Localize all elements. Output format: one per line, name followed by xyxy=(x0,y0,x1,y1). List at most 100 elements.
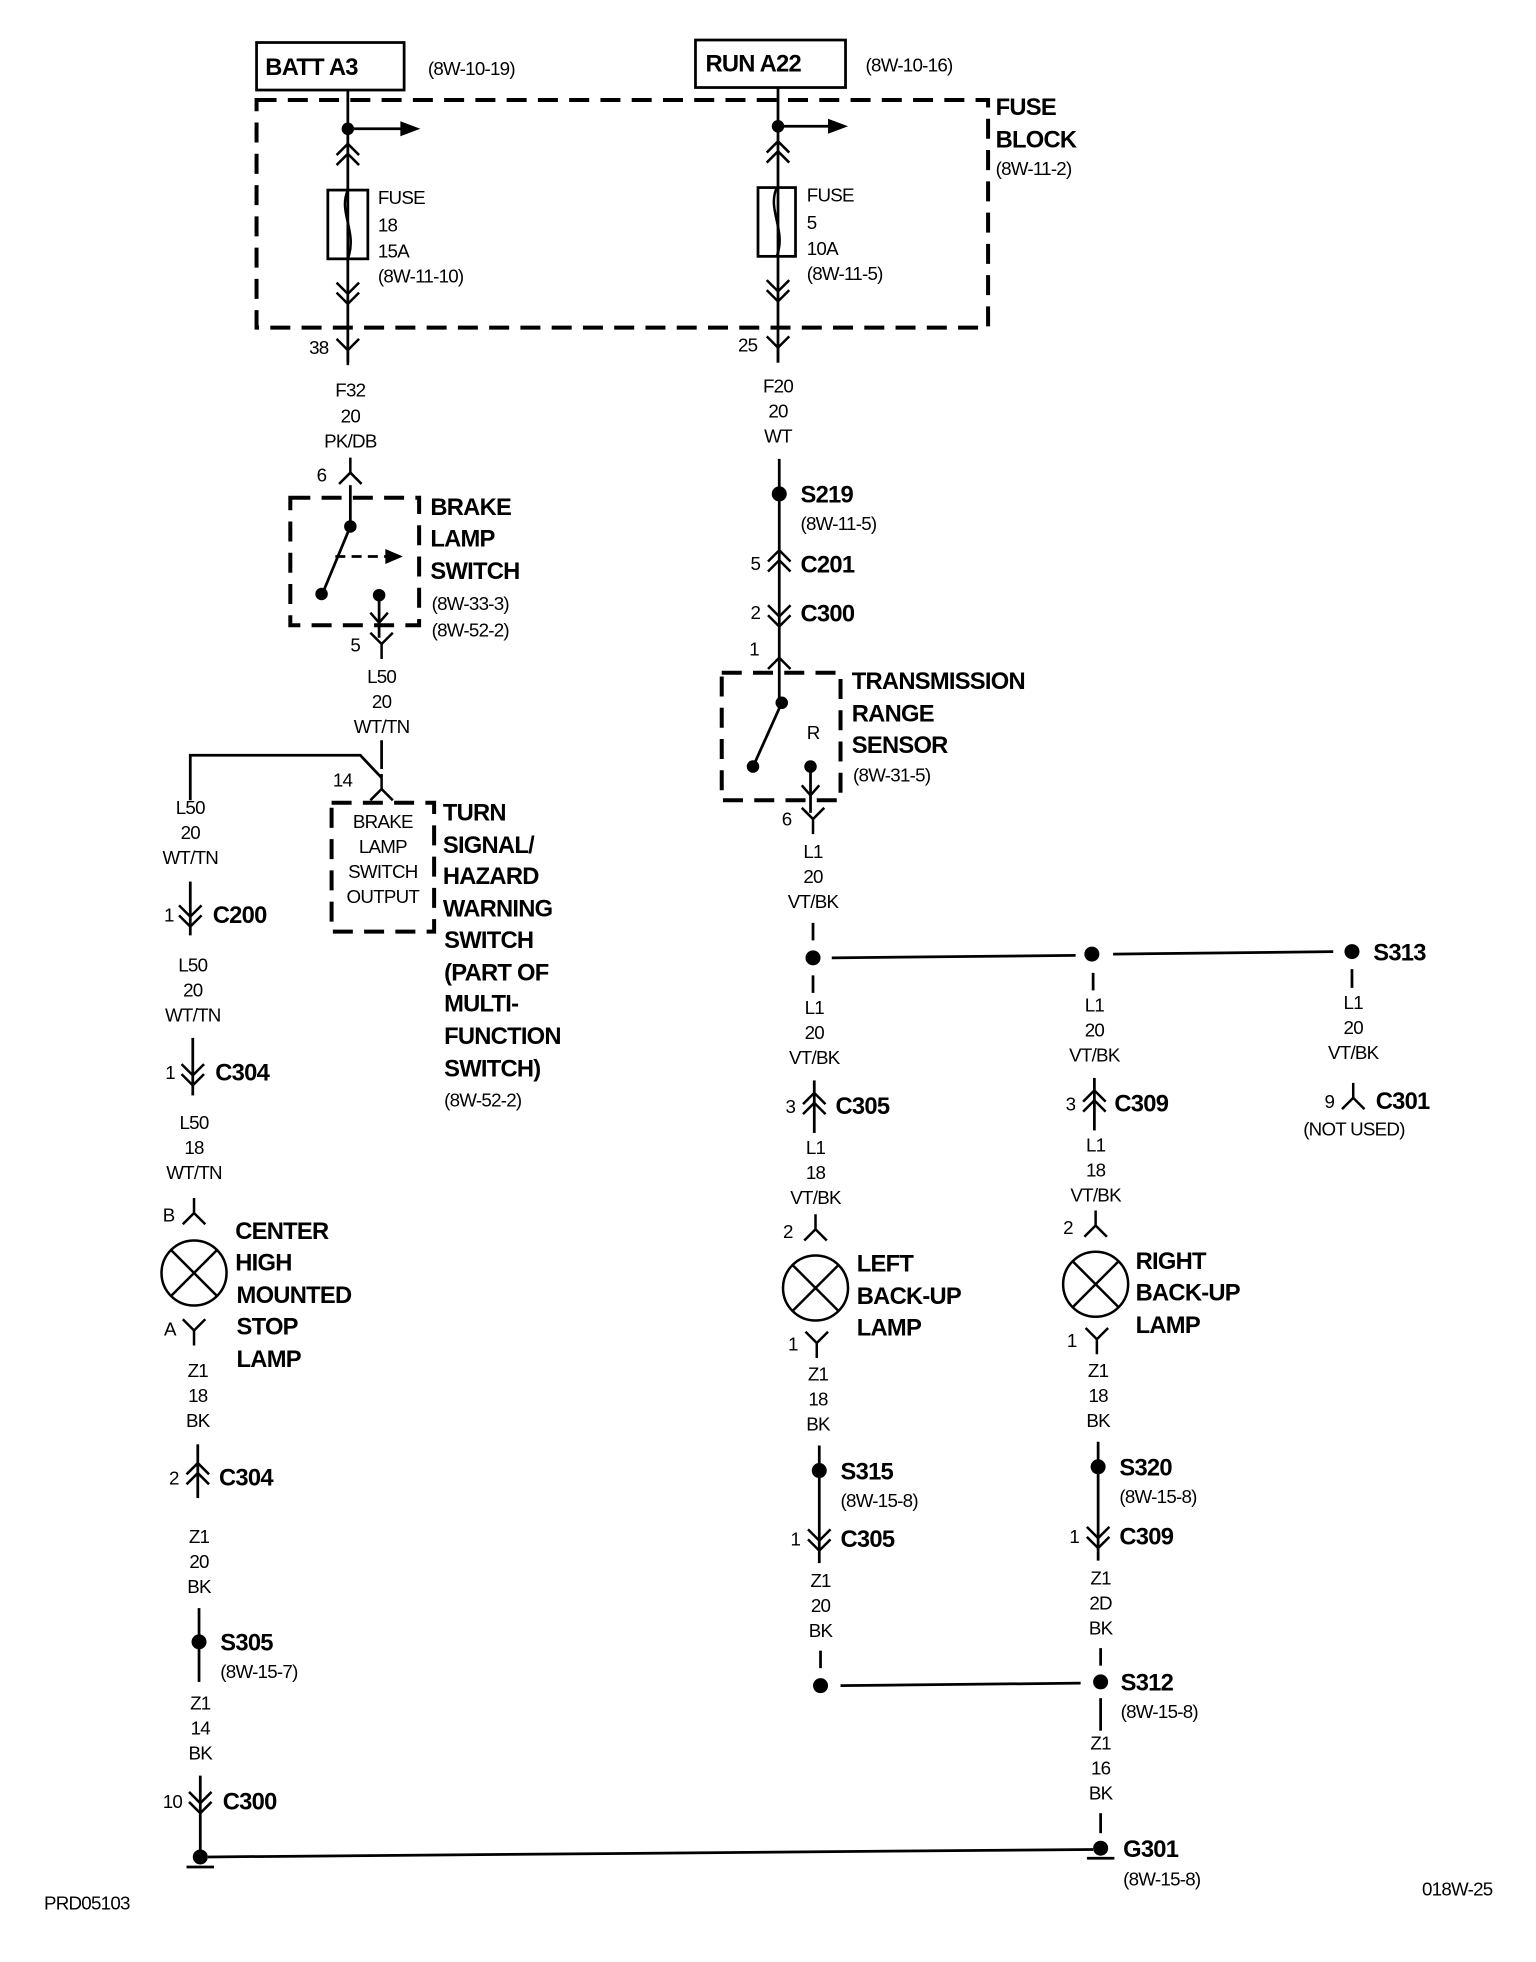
svg-text:BK: BK xyxy=(189,1742,214,1763)
svg-text:VT/BK: VT/BK xyxy=(789,1047,841,1068)
pin-label: B xyxy=(163,1205,175,1226)
pin-label: 3 xyxy=(1066,1093,1076,1114)
connector-name: C305 xyxy=(841,1526,895,1553)
svg-text:SWITCH: SWITCH xyxy=(444,927,533,954)
connector-name: C304 xyxy=(215,1059,270,1086)
wire-label-l50: L50 20 WT/TN xyxy=(165,955,222,1026)
wire-label-l1: L1 20 VT/BK xyxy=(1069,995,1121,1066)
wire-label-z1: Z1 14 BK xyxy=(189,1692,215,1763)
pin-label: 1 xyxy=(1067,1330,1077,1351)
fuse-number: 18 xyxy=(378,214,398,235)
svg-text:L1: L1 xyxy=(1085,995,1105,1016)
ground-ref: (8W-15-8) xyxy=(1123,1869,1201,1890)
lamp-icon xyxy=(781,1254,850,1322)
internal-label: SWITCH xyxy=(348,861,418,882)
wire xyxy=(831,953,1076,960)
svg-text:20: 20 xyxy=(1085,1020,1105,1041)
connector-symbol xyxy=(1083,1209,1109,1238)
run-ref: (8W-10-16) xyxy=(866,54,953,75)
lamp-icon xyxy=(1061,1250,1130,1319)
svg-text:BK: BK xyxy=(1089,1782,1114,1803)
connector-name: C309 xyxy=(1114,1091,1168,1118)
connector-name: C301 xyxy=(1376,1088,1430,1115)
svg-text:WT: WT xyxy=(764,426,793,447)
fuse-18 xyxy=(326,90,421,367)
pin-label: 1 xyxy=(164,905,174,926)
svg-text:18: 18 xyxy=(1088,1385,1108,1406)
svg-text:16: 16 xyxy=(1091,1757,1111,1778)
brake-lamp-switch-outline xyxy=(288,495,422,628)
brake-lamp-switch-symbol xyxy=(315,485,403,638)
svg-text:Z1: Z1 xyxy=(1088,1360,1109,1381)
connector-symbol xyxy=(181,1196,207,1226)
svg-text:WT/TN: WT/TN xyxy=(165,1005,221,1026)
fuse-rating: 15A xyxy=(378,241,410,262)
pin-label: 2 xyxy=(169,1467,179,1488)
splice-name: S315 xyxy=(841,1458,894,1485)
svg-text:VT/BK: VT/BK xyxy=(788,891,840,912)
svg-text:20: 20 xyxy=(803,866,823,887)
svg-text:BK: BK xyxy=(806,1414,831,1435)
splice-s320 xyxy=(1090,1459,1106,1475)
svg-text:BK: BK xyxy=(186,1410,211,1431)
component-name: SWITCH xyxy=(430,558,519,585)
wire-label-l50: L50 20 WT/TN xyxy=(162,797,219,868)
wire-label-z1: Z1 18 BK xyxy=(1086,1360,1112,1431)
svg-text:20: 20 xyxy=(805,1022,825,1043)
svg-text:SWITCH): SWITCH) xyxy=(444,1056,540,1083)
splice xyxy=(1084,946,1100,962)
figure-id: PRD05103 xyxy=(44,1892,130,1913)
splice xyxy=(813,1678,829,1694)
wire-label-f32: F32 20 PK/DB xyxy=(324,379,378,451)
svg-text:20: 20 xyxy=(811,1595,831,1616)
component-ref: (8W-31-5) xyxy=(853,765,931,786)
svg-text:SIGNAL/: SIGNAL/ xyxy=(443,832,535,859)
connector-note: (NOT USED) xyxy=(1303,1118,1405,1139)
svg-text:BK: BK xyxy=(187,1576,212,1597)
pin-label: 1 xyxy=(788,1334,798,1355)
splice-name: S305 xyxy=(220,1630,273,1657)
fuse-5 xyxy=(756,87,849,364)
svg-text:STOP: STOP xyxy=(237,1313,299,1340)
svg-text:18: 18 xyxy=(806,1162,826,1183)
splice-name: S219 xyxy=(801,482,854,509)
svg-text:14: 14 xyxy=(191,1717,211,1738)
pin-label: 9 xyxy=(1324,1091,1334,1112)
batt-ref: (8W-10-19) xyxy=(428,58,515,79)
component-name: RANGE xyxy=(852,701,934,728)
svg-text:BK: BK xyxy=(809,1620,834,1641)
transmission-range-sensor-symbol xyxy=(746,660,821,813)
svg-text:WT/TN: WT/TN xyxy=(354,716,410,737)
fuse-block-title: FUSE xyxy=(996,94,1056,121)
wire-label-f20: F20 20 WT xyxy=(763,376,794,447)
svg-text:20: 20 xyxy=(341,406,361,427)
svg-text:LAMP: LAMP xyxy=(237,1346,302,1373)
wire-label-z1: Z1 2D BK xyxy=(1089,1567,1115,1638)
wire-label-l50: L50 18 WT/TN xyxy=(166,1112,223,1183)
splice xyxy=(805,950,821,966)
wire-label-z1: Z1 20 BK xyxy=(187,1526,213,1597)
svg-text:L50: L50 xyxy=(180,1112,209,1133)
splice-s313 xyxy=(1344,944,1360,960)
transmission-range-sensor-outline xyxy=(719,670,843,803)
connector-symbol xyxy=(800,806,826,836)
svg-text:Z1: Z1 xyxy=(808,1364,829,1385)
batt-a3-box xyxy=(255,41,406,92)
wire-label-l50: L50 20 WT/TN xyxy=(354,666,411,737)
connector-name: C300 xyxy=(801,600,855,627)
component-name: LAMP xyxy=(1136,1312,1201,1339)
fuse-number: 5 xyxy=(807,212,817,233)
connector-symbol xyxy=(804,1330,830,1360)
splice-name: S320 xyxy=(1119,1455,1172,1482)
splice-ref: (8W-15-7) xyxy=(220,1661,298,1682)
svg-text:HAZARD: HAZARD xyxy=(443,863,539,890)
run-a22-box xyxy=(694,38,847,89)
switch-position-label: R xyxy=(807,722,820,743)
connector-symbol xyxy=(181,1318,207,1347)
svg-text:VT/BK: VT/BK xyxy=(1069,1045,1121,1066)
component-name: SENSOR xyxy=(852,732,948,759)
svg-text:Z1: Z1 xyxy=(190,1692,211,1713)
wire-label-l1: L1 20 VT/BK xyxy=(1328,992,1380,1063)
svg-text:L1: L1 xyxy=(803,841,823,862)
ground-wire xyxy=(207,1848,1094,1859)
